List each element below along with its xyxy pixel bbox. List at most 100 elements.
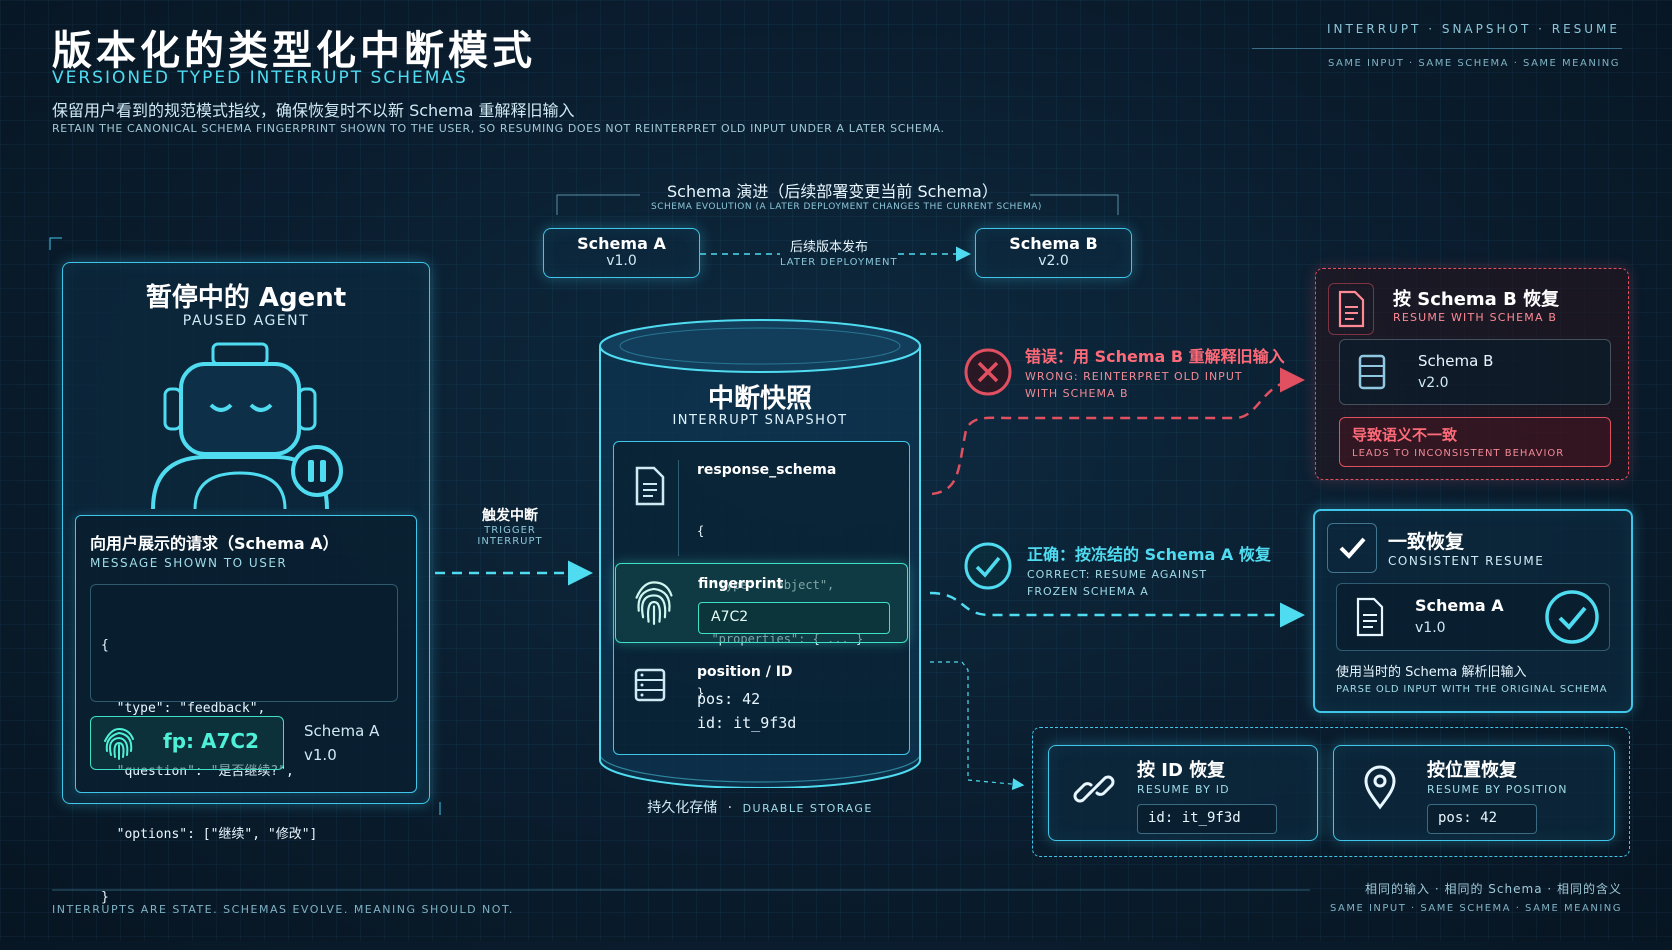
code-line: } — [697, 686, 705, 700]
message-schema-name: Schema A — [304, 722, 380, 740]
code-line: { — [697, 524, 705, 538]
check-circle-icon — [964, 542, 1012, 590]
resume-pos-title: 按位置恢复 — [1427, 760, 1517, 781]
storage-caption-en: DURABLE STORAGE — [742, 802, 873, 815]
id-field-value: id: it_9f3d — [697, 714, 797, 732]
caption-dot: · — [727, 800, 733, 816]
evolution-title-en: SCHEMA EVOLUTION (A LATER DEPLOYMENT CHA… — [651, 202, 1042, 212]
page-subtitle-en: RETAIN THE CANONICAL SCHEMA FINGERPRINT … — [52, 122, 945, 135]
top-right-divider — [1252, 48, 1622, 49]
consistent-note: 使用当时的 Schema 解析旧输入 — [1336, 665, 1527, 680]
inconsistent-warning-cn: 导致语义不一致 — [1352, 426, 1458, 444]
consistent-resume-panel: 一致恢复 CONSISTENT RESUME Schema A v1.0 使用当… — [1313, 509, 1633, 713]
trigger-label: 触发中断 — [482, 508, 538, 524]
inconsistent-warning: 导致语义不一致 LEADS TO INCONSISTENT BEHAVIOR — [1339, 417, 1611, 467]
resume-schema-b-panel: 按 Schema B 恢复 RESUME WITH SCHEMA B Schem… — [1315, 268, 1629, 480]
resume-id-value: id: it_9f3d — [1148, 810, 1241, 826]
page-title: 版本化的类型化中断模式 — [52, 28, 536, 74]
correct-title: 正确：按冻结的 Schema A 恢复 — [1027, 545, 1271, 564]
code-line: "type": "feedback", — [101, 701, 266, 716]
fingerprint-row: fingerprint A7C2 — [615, 563, 908, 643]
storage-icon — [1358, 354, 1386, 390]
consistent-resume-title: 一致恢复 — [1388, 531, 1465, 553]
schema-a-card: Schema A v1.0 — [543, 228, 700, 278]
position-field-label: position / ID — [697, 664, 793, 680]
agent-title: 暂停中的 Agent — [145, 283, 347, 313]
resume-id-title: 按 ID 恢复 — [1137, 760, 1226, 781]
top-right-tagline: INTERRUPT · SNAPSHOT · RESUME — [1326, 22, 1620, 36]
message-code-block: { "type": "feedback", "question": "是否继续?… — [90, 584, 398, 905]
code-line: { — [101, 638, 109, 653]
resume-pos-value: pos: 42 — [1438, 810, 1498, 826]
resume-options-container — [1032, 727, 1630, 857]
snapshot-title-en: INTERRUPT SNAPSHOT — [672, 413, 848, 428]
document-icon — [1356, 597, 1384, 637]
trigger-label-en-2: INTERRUPT — [477, 536, 543, 547]
check-icon — [1339, 537, 1366, 559]
position-field-value: pos: 42 — [697, 690, 761, 708]
resume-by-id-card: 按 ID 恢复 RESUME BY ID id: it_9f3d — [1048, 745, 1318, 841]
resume-id-title-en: RESUME BY ID — [1137, 783, 1230, 796]
fingerprint-badge: fp: A7C2 — [90, 716, 284, 770]
fingerprint-field-label: fingerprint — [698, 576, 784, 592]
schema-b-resume-title: 按 Schema B 恢复 — [1393, 289, 1560, 310]
schema-field-label: response_schema — [697, 462, 837, 478]
evolution-title: Schema 演进（后续部署变更当前 Schema） — [667, 182, 998, 201]
error-icon — [964, 348, 1012, 396]
resume-pos-title-en: RESUME BY POSITION — [1427, 783, 1568, 796]
correct-desc-1: CORRECT: RESUME AGAINST — [1027, 568, 1208, 581]
snapshot-divider — [678, 460, 679, 556]
resume-pos-value-box: pos: 42 — [1427, 804, 1537, 834]
storage-caption-cn: 持久化存储 — [647, 800, 718, 816]
trigger-label-en-1: TRIGGER — [484, 525, 536, 536]
fingerprint-label: fp: A7C2 — [163, 729, 259, 753]
footer-tagline: INTERRUPTS ARE STATE. SCHEMAS EVOLVE. ME… — [52, 903, 514, 916]
schema-b-row: Schema B v2.0 — [1339, 339, 1611, 405]
fingerprint-icon — [104, 727, 134, 760]
fingerprint-field-value: A7C2 — [711, 609, 749, 625]
storage-caption: 持久化存储 · DURABLE STORAGE — [592, 797, 928, 817]
message-title: 向用户展示的请求（Schema A） — [90, 534, 339, 553]
footer-right-cn: 相同的输入 · 相同的 Schema · 相同的含义 — [1365, 882, 1622, 896]
schema-b-card: Schema B v2.0 — [975, 228, 1132, 278]
consistent-resume-title-en: CONSISTENT RESUME — [1388, 554, 1545, 568]
wrong-title: 错误：用 Schema B 重解释旧输入 — [1025, 347, 1285, 366]
deployment-label: 后续版本发布 — [790, 240, 869, 255]
schema-a-row: Schema A v1.0 — [1336, 583, 1610, 651]
schema-a-row-version: v1.0 — [1415, 620, 1446, 636]
message-title-en: MESSAGE SHOWN TO USER — [90, 556, 288, 570]
snapshot-title: 中断快照 — [707, 384, 812, 414]
schema-a-version: v1.0 — [606, 253, 637, 269]
link-icon — [1073, 775, 1115, 803]
schema-b-row-name: Schema B — [1418, 352, 1494, 370]
consistent-note-en: PARSE OLD INPUT WITH THE ORIGINAL SCHEMA — [1336, 684, 1608, 695]
check-circle-icon — [1545, 590, 1599, 644]
code-line: "question": "是否继续?", — [101, 764, 294, 779]
paused-agent-panel: 暂停中的 Agent PAUSED AGENT 向用户展示的请求（Schema … — [62, 262, 430, 905]
schema-b-version: v2.0 — [1038, 253, 1069, 269]
snapshot-fields: response_schema { "type": "object", "pro… — [613, 441, 910, 755]
message-card: 向用户展示的请求（Schema A） MESSAGE SHOWN TO USER… — [75, 515, 417, 905]
deployment-label-en: LATER DEPLOYMENT — [780, 257, 898, 268]
pause-icon — [291, 445, 343, 497]
doc-icon-frame — [1328, 283, 1374, 335]
schema-b-name: Schema B — [1009, 234, 1098, 253]
resume-id-value-box: id: it_9f3d — [1137, 804, 1277, 834]
wrong-desc-2: WITH SCHEMA B — [1025, 387, 1129, 400]
schema-a-name: Schema A — [577, 234, 666, 253]
fingerprint-icon — [635, 581, 673, 625]
footer-right-en: SAME INPUT · SAME SCHEMA · SAME MEANING — [1329, 903, 1622, 914]
storage-icon — [634, 668, 666, 702]
trigger-label-group: 触发中断 TRIGGER INTERRUPT — [460, 505, 560, 547]
document-icon — [635, 466, 665, 506]
inconsistent-warning-en: LEADS TO INCONSISTENT BEHAVIOR — [1352, 448, 1565, 459]
document-icon — [1338, 290, 1365, 328]
location-pin-icon — [1364, 765, 1396, 810]
schema-a-row-name: Schema A — [1415, 596, 1504, 615]
fingerprint-field-value-box: A7C2 — [698, 602, 890, 634]
correct-desc-2: FROZEN SCHEMA A — [1027, 585, 1149, 598]
wrong-desc-1: WRONG: REINTERPRET OLD INPUT — [1025, 370, 1243, 383]
schema-b-row-version: v2.0 — [1418, 375, 1449, 391]
schema-b-resume-title-en: RESUME WITH SCHEMA B — [1393, 311, 1558, 324]
